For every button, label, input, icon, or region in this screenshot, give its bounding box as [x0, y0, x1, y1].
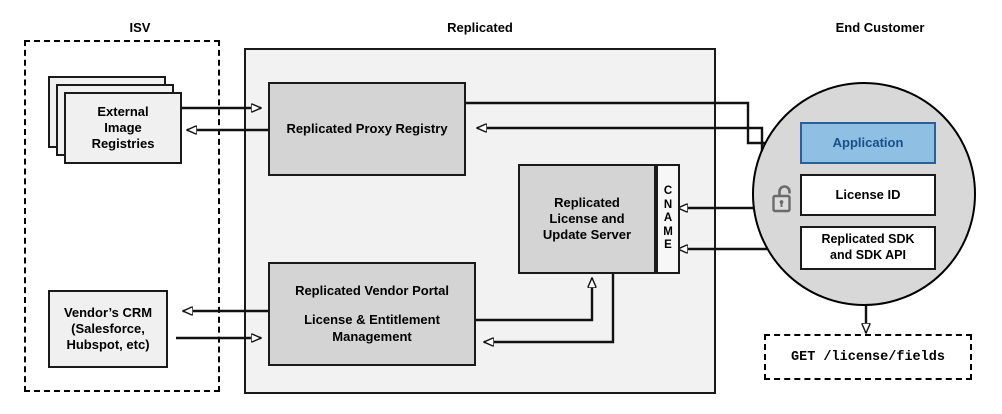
vendor-crm-line2: (Salesforce, — [71, 320, 145, 336]
license-server-line1: Replicated — [554, 194, 620, 210]
api-call-label: GET /license/fields — [791, 349, 945, 365]
external-image-registries-line3: Registries — [91, 136, 155, 152]
application[interactable]: Application — [800, 122, 936, 164]
cname-label[interactable]: C N A M E — [656, 164, 680, 274]
external-image-registries[interactable]: External Image Registries — [64, 92, 182, 164]
vendor-crm-line3: Hubspot, etc) — [66, 337, 150, 353]
license-server-line3: Update Server — [542, 227, 632, 243]
license-server-line2: License and — [549, 210, 625, 226]
cname-letter-c: C — [663, 185, 673, 198]
replicated-sdk[interactable]: Replicated SDK and SDK API — [800, 226, 936, 270]
replicated-sdk-line2: and SDK API — [830, 248, 906, 262]
vendor-portal-line3: Management — [332, 328, 412, 344]
vendor-portal-title: Replicated Vendor Portal — [295, 283, 449, 299]
cname-letter-e: E — [664, 239, 672, 252]
cname-letter-m: M — [663, 225, 673, 238]
external-image-registries-line1: External — [97, 103, 149, 119]
license-id[interactable]: License ID — [800, 174, 936, 216]
external-image-registries-line2: Image — [104, 119, 142, 135]
column-header-end-customer: End Customer — [835, 20, 925, 35]
cname-letter-n: N — [663, 198, 673, 211]
unlocked-padlock-icon — [771, 182, 797, 216]
vendor-crm[interactable]: Vendor’s CRM (Salesforce, Hubspot, etc) — [48, 290, 168, 368]
cname-letter-a: A — [663, 212, 673, 225]
column-header-isv: ISV — [129, 20, 151, 35]
api-call-box: GET /license/fields — [764, 334, 972, 380]
vendor-portal-subtitle: License & Entitlement Management — [304, 312, 440, 345]
replicated-proxy-registry-label: Replicated Proxy Registry — [286, 120, 448, 136]
replicated-vendor-portal[interactable]: Replicated Vendor Portal License & Entit… — [268, 262, 476, 366]
vendor-portal-line2: License & Entitlement — [304, 312, 440, 328]
replicated-sdk-line1: Replicated SDK — [821, 232, 915, 247]
zone-isv — [24, 40, 220, 392]
vendor-crm-line1: Vendor’s CRM — [63, 304, 153, 320]
license-id-label: License ID — [835, 186, 901, 202]
application-label: Application — [832, 134, 904, 150]
replicated-proxy-registry[interactable]: Replicated Proxy Registry — [268, 82, 466, 176]
replicated-license-and-update-server[interactable]: Replicated License and Update Server — [518, 164, 656, 274]
column-header-replicated: Replicated — [447, 20, 513, 35]
